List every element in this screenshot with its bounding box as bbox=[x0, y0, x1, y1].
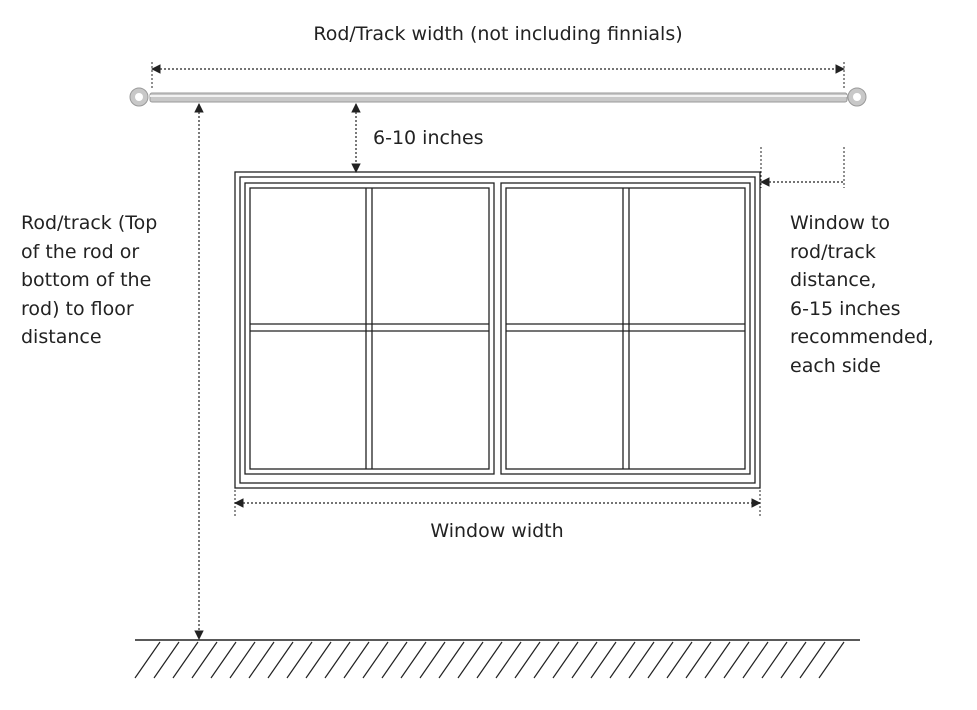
floor-hatch-line bbox=[571, 641, 598, 679]
floor-hatch-line bbox=[609, 641, 636, 679]
floor-hatch-line bbox=[248, 641, 275, 679]
rod-width-dimension bbox=[151, 62, 845, 90]
floor-hatch-line bbox=[533, 641, 560, 679]
window-to-rod-side-label-line: 6-15 inches bbox=[790, 297, 901, 320]
rod-to-floor-label-line: rod) to floor bbox=[21, 297, 134, 320]
floor-hatch-line bbox=[305, 641, 332, 679]
floor-hatch-line bbox=[286, 641, 313, 679]
window-to-rod-side-label-line: Window to bbox=[790, 212, 891, 234]
floor-hatch-line bbox=[438, 641, 465, 679]
rod-to-floor-label: Rod/track (Top of the rod or bottom of t… bbox=[21, 209, 157, 352]
floor-hatch-line bbox=[343, 641, 370, 679]
floor-hatching bbox=[134, 641, 845, 679]
floor-hatch-line bbox=[666, 641, 693, 679]
floor-hatch-line bbox=[476, 641, 503, 679]
floor-hatch-line bbox=[780, 641, 807, 679]
floor-hatch-line bbox=[172, 641, 199, 679]
floor-hatch-line bbox=[229, 641, 256, 679]
floor-hatch-line bbox=[400, 641, 427, 679]
floor-hatch-line bbox=[723, 641, 750, 679]
floor-hatch-line bbox=[761, 641, 788, 679]
window-width-label: Window width bbox=[430, 520, 564, 542]
rod-finial-left bbox=[129, 87, 149, 107]
floor-hatch-line bbox=[628, 641, 655, 679]
floor-hatch-line bbox=[267, 641, 294, 679]
rod-bar bbox=[149, 92, 848, 103]
floor-hatch-line bbox=[134, 641, 161, 679]
floor-hatch-line bbox=[191, 641, 218, 679]
floor-hatch-line bbox=[362, 641, 389, 679]
floor-hatch-line bbox=[419, 641, 446, 679]
floor-hatch-line bbox=[704, 641, 731, 679]
window-sash-right bbox=[500, 182, 751, 475]
floor bbox=[134, 639, 860, 679]
curtain-rod bbox=[129, 87, 867, 107]
floor-hatch-line bbox=[552, 641, 579, 679]
rod-to-floor-label-line: of the rod or bbox=[21, 240, 140, 263]
floor-hatch-line bbox=[381, 641, 408, 679]
floor-hatch-line bbox=[324, 641, 351, 679]
floor-hatch-line bbox=[685, 641, 712, 679]
window-to-rod-side-label-line: each side bbox=[790, 354, 881, 377]
rod-width-label: Rod/Track width (not including finnials) bbox=[313, 23, 683, 45]
rod-to-floor-label-line: bottom of the bbox=[21, 269, 152, 291]
window-to-rod-side-label-line: recommended, bbox=[790, 326, 934, 348]
window-outer-frame bbox=[234, 171, 761, 489]
rod-finial-right bbox=[847, 87, 867, 107]
window-inner-frame bbox=[239, 176, 756, 484]
floor-hatch-line bbox=[457, 641, 484, 679]
window bbox=[234, 171, 761, 489]
rod-to-floor-label-line: Rod/track (Top bbox=[21, 212, 158, 234]
rod-to-window-label: 6-10 inches bbox=[373, 127, 484, 149]
rod-to-floor-label-line: distance bbox=[21, 326, 102, 348]
floor-hatch-line bbox=[153, 641, 180, 679]
window-to-rod-side-label-line: rod/track bbox=[790, 240, 876, 263]
floor-hatch-line bbox=[742, 641, 769, 679]
floor-hatch-line bbox=[210, 641, 237, 679]
floor-hatch-line bbox=[590, 641, 617, 679]
floor-hatch-line bbox=[818, 641, 845, 679]
window-to-rod-side-label-line: distance, bbox=[790, 269, 877, 291]
floor-hatch-line bbox=[647, 641, 674, 679]
window-to-rod-side-label: Window to rod/track distance, 6-15 inche… bbox=[790, 209, 934, 380]
window-to-rod-side-dimension bbox=[760, 147, 845, 188]
floor-hatch-line bbox=[514, 641, 541, 679]
window-width-dimension bbox=[234, 490, 761, 517]
floor-hatch-line bbox=[495, 641, 522, 679]
window-sash-left bbox=[244, 182, 495, 475]
floor-hatch-line bbox=[799, 641, 826, 679]
